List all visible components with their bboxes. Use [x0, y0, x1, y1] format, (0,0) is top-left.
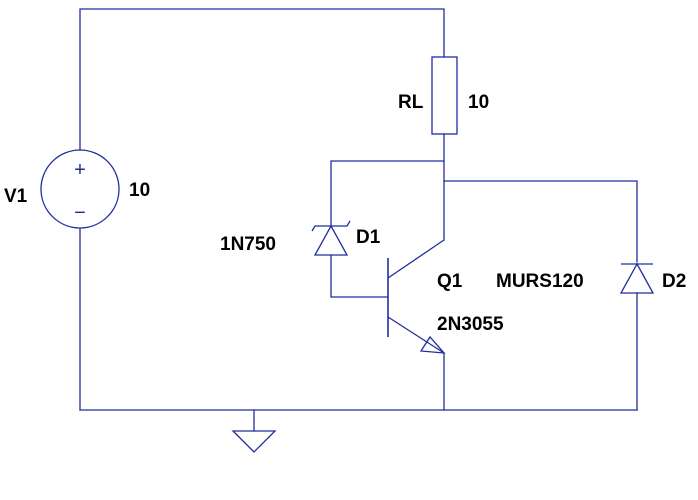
v1-plus-sign: + [74, 159, 86, 181]
rl-name-label: RL [398, 92, 424, 113]
v1-circle [40, 149, 120, 229]
d2-model-label: MURS120 [496, 271, 584, 292]
q1-emitter-arrow [419, 335, 446, 354]
q1-npn-transistor [387, 239, 446, 354]
wire-d2-top [443, 180, 638, 263]
wire-zener-top [330, 160, 445, 226]
wire-top [79, 8, 445, 151]
q1-collector-lead [387, 239, 445, 279]
d1-triangle [313, 224, 349, 256]
v1-name-label: V1 [4, 186, 28, 207]
d1-name-label: D1 [356, 227, 381, 248]
d1-model-label: 1N750 [220, 234, 276, 255]
q1-name-label: Q1 [437, 271, 463, 292]
v1-minus-sign: − [74, 202, 86, 224]
q1-model-label: 2N3055 [437, 314, 504, 335]
q1-emitter-lead [387, 316, 445, 354]
d2-diode [619, 262, 655, 294]
wire-zener-to-base [330, 254, 389, 298]
ground-icon [231, 430, 277, 453]
wires [79, 8, 638, 432]
d2-name-label: D2 [662, 271, 686, 292]
rl-body [431, 56, 458, 135]
d1-cathode-bar [311, 220, 351, 232]
rl-resistor [431, 56, 458, 135]
v1-value-label: 10 [129, 180, 150, 201]
rl-value-label: 10 [468, 92, 489, 113]
v1-voltage-source: + − [40, 149, 120, 229]
d2-triangle [619, 262, 655, 294]
ground-triangle [231, 430, 277, 453]
d1-zener-diode [311, 220, 351, 256]
